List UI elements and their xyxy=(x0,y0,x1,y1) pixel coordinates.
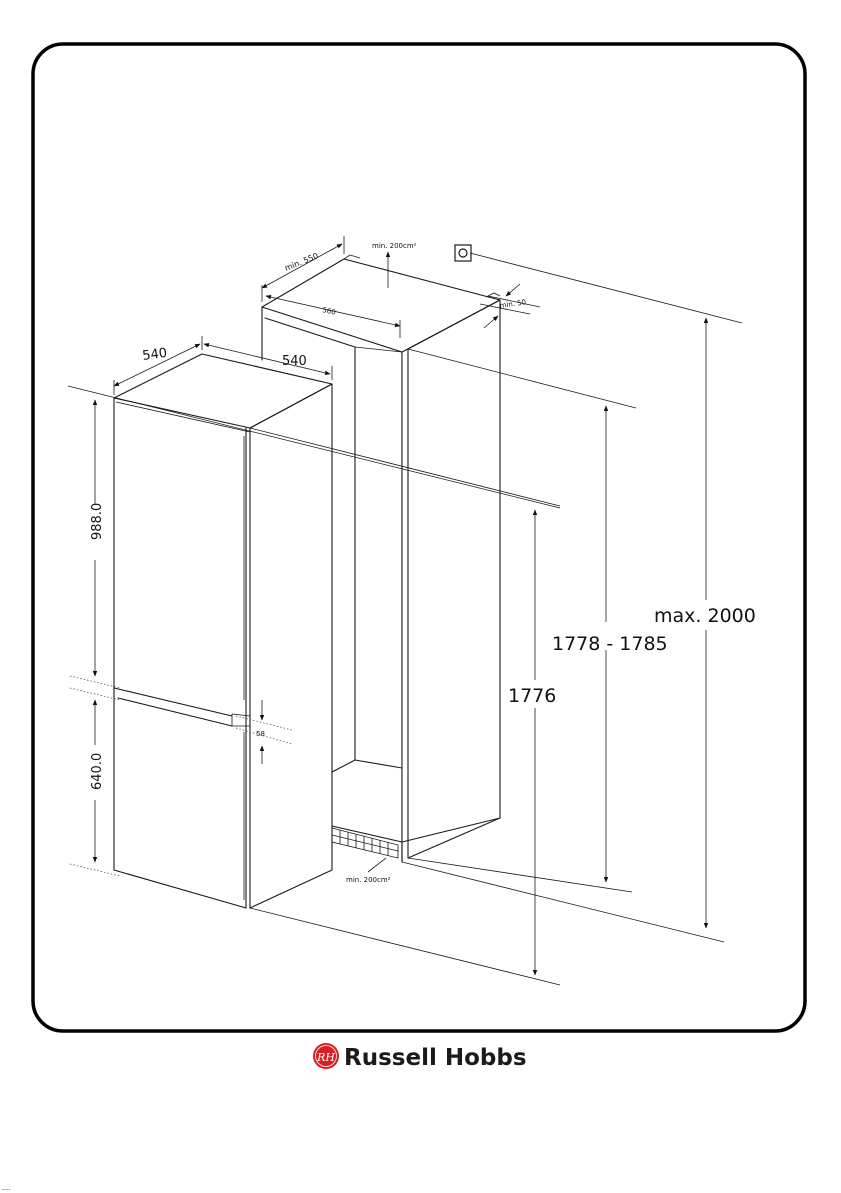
brand-emblem-letters: RH xyxy=(316,1051,335,1064)
power-socket-icon xyxy=(455,245,471,261)
cabinet-niche xyxy=(262,245,500,862)
label-niche-width: 560 xyxy=(322,306,337,317)
label-top-clearance: min. 50 xyxy=(499,298,526,310)
label-vent-bottom: min. 200cm² xyxy=(346,876,391,884)
label-fridge-depth: 540 xyxy=(282,354,307,369)
label-fridge-height: 1776 xyxy=(508,685,556,707)
label-vent-top: min. 200cm² xyxy=(372,242,417,250)
label-niche-height: 1778 - 1785 xyxy=(552,633,668,655)
label-niche-depth: min. 550 xyxy=(283,251,319,273)
label-upper-door: 988.0 xyxy=(90,503,105,540)
brand-logo: RH Russell Hobbs xyxy=(313,1043,527,1071)
brand-name: Russell Hobbs xyxy=(344,1045,527,1071)
refrigerator xyxy=(114,354,332,908)
label-max-height: max. 2000 xyxy=(654,605,756,627)
page-marker: ---- xyxy=(2,1186,11,1193)
plinth-vent-grille xyxy=(332,828,398,858)
label-lower-door: 640.0 xyxy=(90,753,105,790)
diagram-frame xyxy=(33,44,805,1031)
label-door-gap: 58 xyxy=(256,730,265,738)
